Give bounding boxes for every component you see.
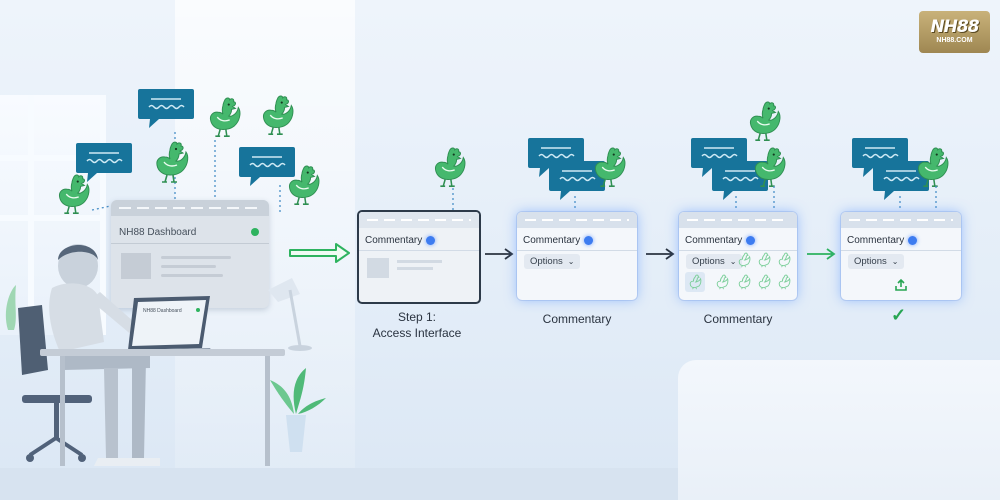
rooster-icon[interactable] <box>756 274 772 290</box>
panel-header: Commentary <box>365 235 423 246</box>
arrow-right-icon <box>289 243 350 263</box>
dashed-connector <box>735 196 737 212</box>
chevron-down-icon: ⌄ <box>729 257 737 266</box>
panel-header: Commentary <box>847 235 905 246</box>
dashed-connector <box>935 186 937 212</box>
arrow-right-icon <box>485 248 514 260</box>
rooster-icon <box>150 140 190 186</box>
rooster-icon <box>203 96 243 140</box>
dashed-connector <box>574 196 576 212</box>
thumbnail-placeholder <box>121 253 151 279</box>
active-indicator-dot <box>746 236 755 245</box>
rooster-icon <box>743 100 783 144</box>
arrow-right-icon <box>807 248 836 260</box>
chevron-down-icon: ⌄ <box>567 257 575 266</box>
panel-header: Commentary <box>685 235 743 246</box>
active-indicator-dot <box>908 236 917 245</box>
panel3-caption: Commentary <box>703 312 773 326</box>
logo-text: NH88 <box>930 17 979 37</box>
commentary-share-panel[interactable]: Commentary Options⌄ <box>841 212 961 300</box>
rooster-icon[interactable] <box>687 274 703 290</box>
rooster-icon[interactable] <box>736 274 752 290</box>
rooster-icon <box>256 94 296 138</box>
options-dropdown[interactable]: Options⌄ <box>524 254 581 269</box>
commentary-panel[interactable]: Commentary Options⌄ <box>517 212 637 300</box>
arrow-right-icon <box>646 248 675 260</box>
commentary-options-panel[interactable]: Commentary Options⌄ <box>679 212 797 300</box>
desk <box>40 349 285 356</box>
decorative-corner-panel <box>678 360 1000 500</box>
rooster-icon <box>428 146 468 190</box>
dashboard-card[interactable]: NH88 Dashboard <box>111 200 269 308</box>
dashed-connector <box>773 186 775 212</box>
panel-header: Commentary <box>523 235 581 246</box>
rooster-icon[interactable] <box>776 252 792 268</box>
rooster-icon <box>588 146 628 190</box>
rooster-icon <box>52 173 92 217</box>
rooster-icon[interactable] <box>714 274 730 290</box>
upload-icon[interactable] <box>894 278 908 292</box>
options-dropdown[interactable]: Options⌄ <box>686 254 743 269</box>
rooster-icon[interactable] <box>736 252 752 268</box>
rooster-icon <box>748 146 788 190</box>
laptop-screen-title: NH88 Dashboard <box>143 308 182 314</box>
dashboard-title: NH88 Dashboard <box>119 227 197 238</box>
panel2-caption: Commentary <box>542 312 612 326</box>
checkmark-icon: ✓ <box>891 305 907 325</box>
rooster-icon[interactable] <box>756 252 772 268</box>
active-indicator-dot <box>584 236 593 245</box>
step1-caption: Step 1: Access Interface <box>372 310 462 340</box>
rooster-icon <box>282 164 322 208</box>
active-indicator-dot <box>426 236 435 245</box>
options-dropdown[interactable]: Options⌄ <box>848 254 905 269</box>
nh88-logo[interactable]: NH88 NH88.COM <box>919 11 990 53</box>
person-at-desk-illustration <box>5 244 326 466</box>
rooster-icon <box>911 146 951 190</box>
logo-subtext: NH88.COM <box>936 37 973 44</box>
dashed-connector <box>452 188 454 212</box>
chevron-down-icon: ⌄ <box>891 257 899 266</box>
dashed-connector <box>899 196 901 212</box>
speech-bubble-icon <box>137 88 195 130</box>
step1-panel[interactable]: Commentary <box>357 210 481 304</box>
rooster-icon[interactable] <box>776 274 792 290</box>
status-dot <box>251 228 259 236</box>
